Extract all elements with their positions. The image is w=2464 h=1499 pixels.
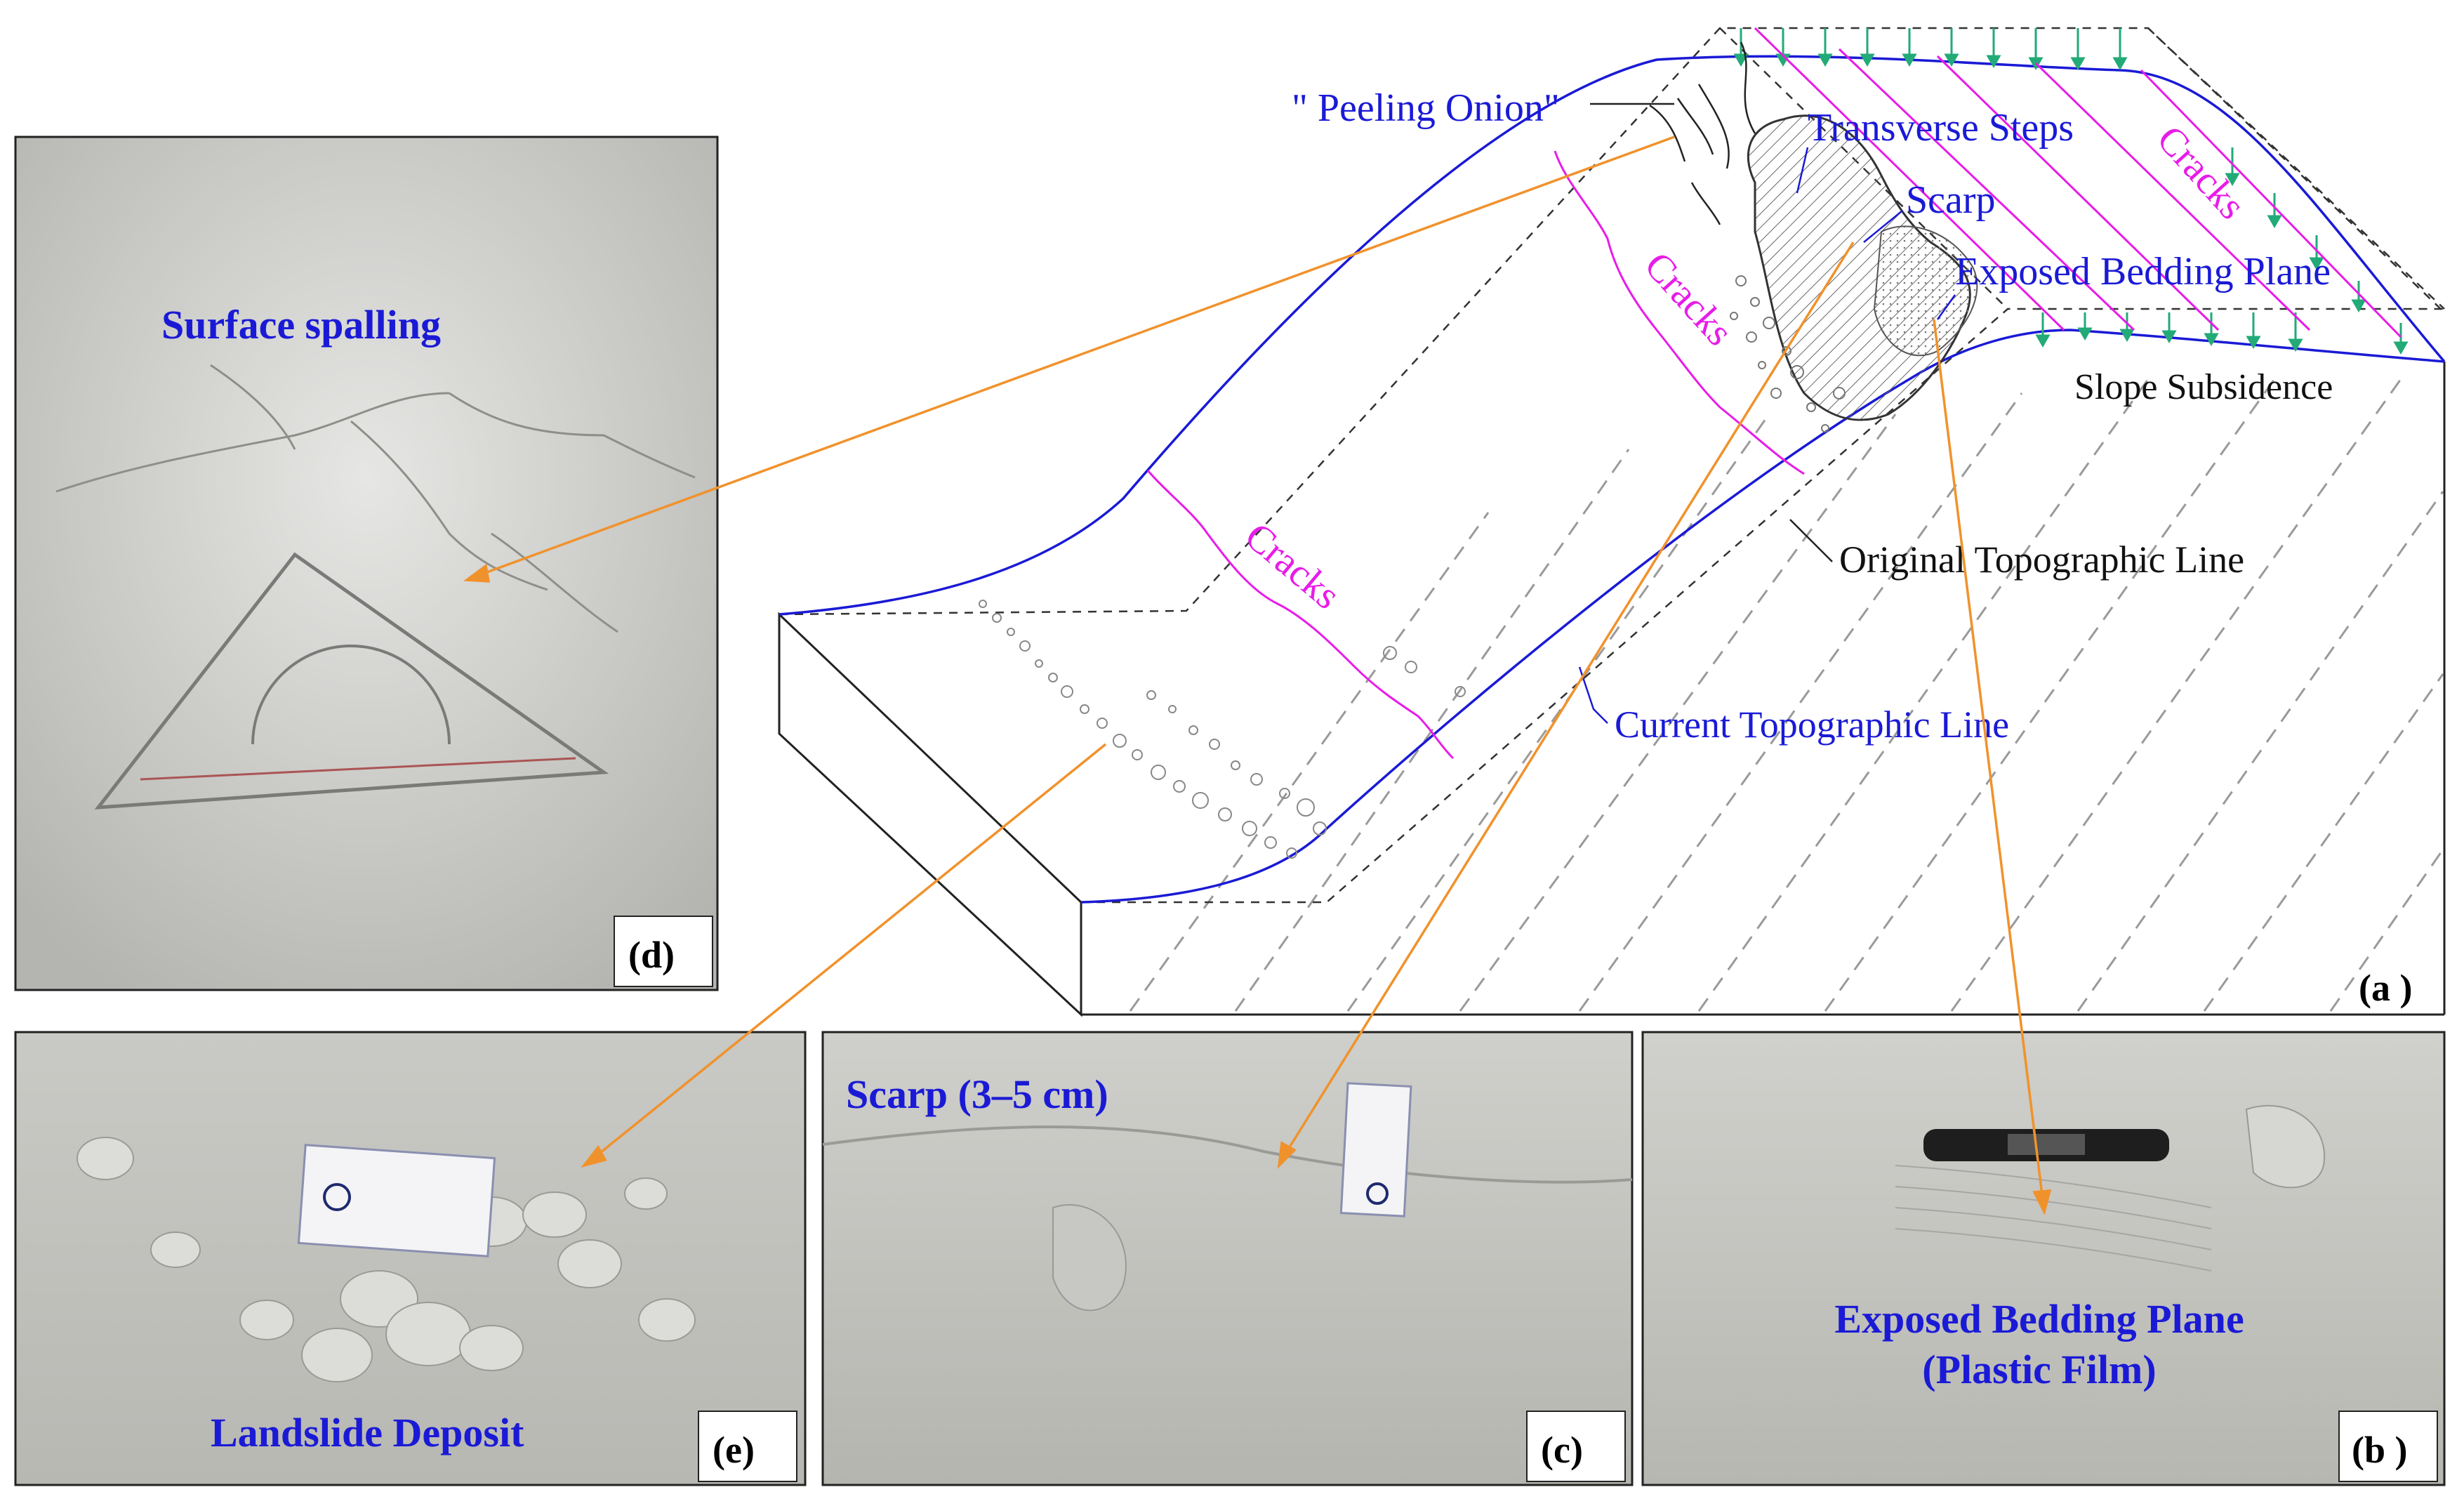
rock-lump (2245, 1104, 2326, 1189)
arrow-icon (1733, 28, 1749, 67)
label-cracks-upper: Cracks (2148, 117, 2253, 227)
arrow-to-b (1933, 319, 2052, 1215)
photo-panel-e: Landslide Deposit (e) (14, 1031, 807, 1486)
crack-texture (55, 364, 696, 633)
photo-d-title: Surface spalling (161, 302, 441, 348)
ruler-card (1339, 1082, 1412, 1217)
photo-b-tag: (b ) (2352, 1429, 2408, 1471)
label-peeling-onion: " Peeling Onion" (1292, 86, 1560, 130)
arrow-icon (2393, 323, 2409, 355)
photo-d-tag: (d) (628, 934, 675, 976)
protractor-ruler (94, 552, 609, 810)
slope-cracks (1146, 150, 1805, 760)
landslide-zone (1649, 41, 1978, 432)
photo-b-title-line1: Exposed Bedding Plane (1834, 1296, 2244, 1342)
photo-e-tag: (e) (713, 1429, 755, 1471)
arrow-icon (2225, 147, 2240, 187)
scarp-edge (822, 1125, 1633, 1184)
marker-pen (1923, 1129, 2169, 1161)
subsidence-arrows-top (1733, 28, 2409, 355)
label-exposed-bedding-plane: Exposed Bedding Plane (1955, 250, 2331, 293)
arrow-icon (2112, 28, 2128, 71)
photo-panel-b: Exposed Bedding Plane (Plastic Film) (b … (1641, 1031, 2446, 1486)
leader-line (1578, 666, 1608, 724)
arrow-icon (1944, 28, 1959, 67)
bedding-lines (1129, 378, 2444, 1012)
label-transverse-steps: Transverse Steps (1808, 106, 2074, 150)
arrow-icon (2070, 28, 2086, 71)
arrow-icon (1902, 28, 1917, 67)
arrow-to-e (581, 743, 1107, 1168)
leader-line (1789, 519, 1833, 562)
arrow-to-d (463, 136, 1675, 583)
arrow-icon (2028, 28, 2044, 71)
bedding-texture (1895, 1165, 2212, 1272)
label-cracks-lower: Cracks (1237, 514, 1349, 617)
deposit-pebbles (979, 600, 1466, 859)
arrow-icon (2309, 235, 2324, 271)
photo-c-tag: (c) (1541, 1429, 1583, 1471)
connector-arrows (463, 136, 2052, 1215)
block-diagram (778, 27, 2446, 1017)
arrow-icon (2077, 312, 2093, 341)
arrow-icon (2035, 312, 2051, 348)
label-cracks-middle: Cracks (1636, 244, 1741, 354)
block-outline (778, 362, 2446, 1017)
panel-label-a: (a ) (2359, 967, 2412, 1009)
arrow-icon (2246, 312, 2261, 350)
ruler-card (297, 1144, 496, 1257)
arrow-icon (2267, 193, 2282, 229)
photo-e-title: Landslide Deposit (211, 1410, 524, 1455)
label-original-topographic-line: Original Topographic Line (1839, 539, 2244, 581)
current-topographic-line (779, 55, 2446, 904)
photo-b-title-line2: (Plastic Film) (1922, 1347, 2156, 1392)
rock-lump (1052, 1204, 1127, 1312)
arrow-icon (2288, 312, 2303, 352)
arrow-icon (1817, 28, 1833, 67)
leader-line (1796, 147, 1809, 194)
photo-c-title: Scarp (3–5 cm) (846, 1071, 1108, 1117)
arrow-icon (1860, 28, 1875, 67)
arrow-icon (2351, 281, 2366, 313)
label-scarp: Scarp (1906, 178, 1996, 222)
leader-line (1863, 210, 1903, 243)
photo-panel-c: Scarp (3–5 cm) (c) (821, 1031, 1634, 1486)
label-current-topographic-line: Current Topographic Line (1615, 704, 2009, 746)
arrow-icon (2161, 312, 2177, 344)
rock-texture (77, 1137, 696, 1382)
plateau-cracks (1754, 27, 2402, 338)
arrow-to-c (1277, 242, 1855, 1169)
leader-line (1936, 294, 1956, 320)
label-slope-subsidence: Slope Subsidence (2074, 367, 2333, 407)
photo-panel-d: Surface spalling (d) (14, 136, 719, 991)
arrow-icon (1986, 28, 2001, 69)
